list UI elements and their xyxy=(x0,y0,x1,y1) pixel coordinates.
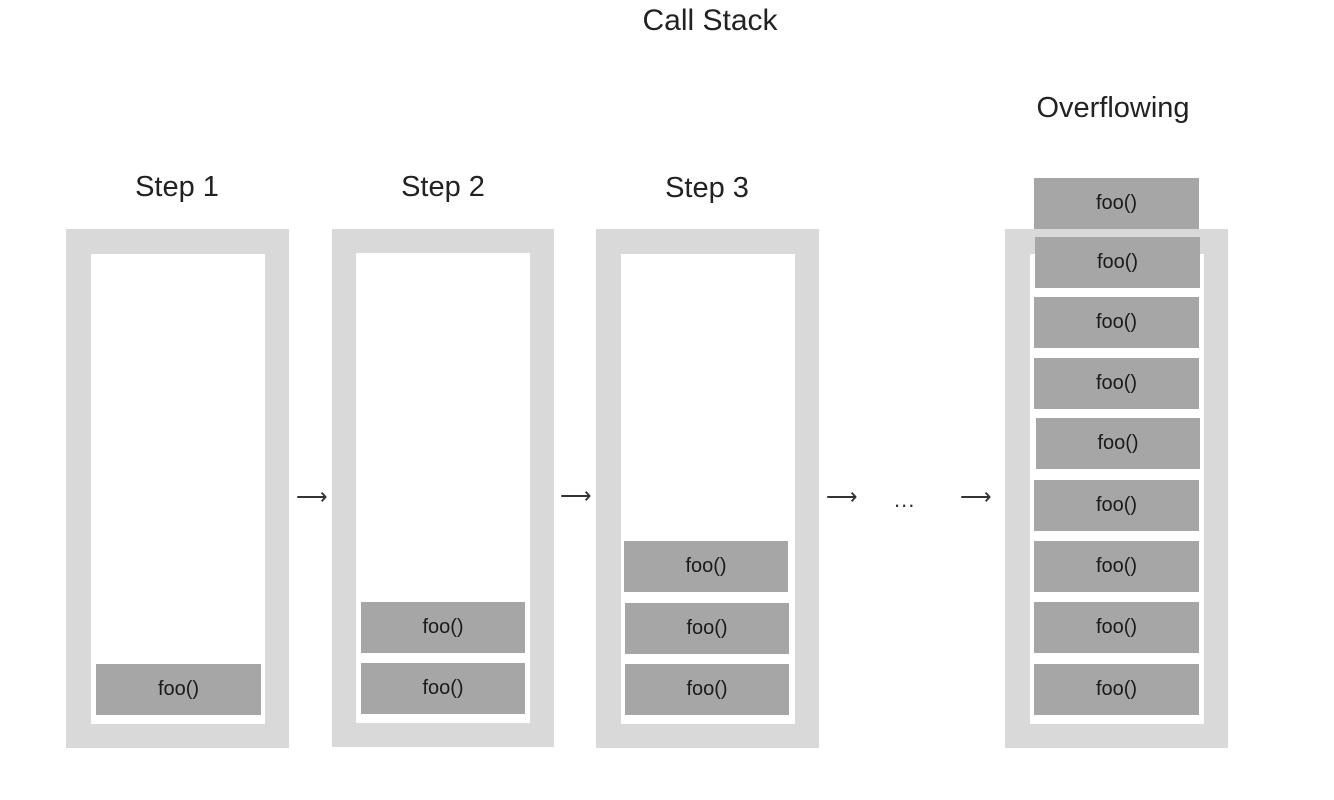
stack-container-step-1 xyxy=(66,229,289,748)
stack-frame: foo() xyxy=(1034,480,1199,531)
step-2-label: Step 2 xyxy=(401,171,485,203)
stack-frame: foo() xyxy=(1034,541,1199,592)
stack-frame: foo() xyxy=(1036,418,1200,469)
stack-frame: foo() xyxy=(96,664,261,715)
stack-frame: foo() xyxy=(361,663,525,714)
stack-frame: foo() xyxy=(1034,297,1199,348)
step-3-label: Step 3 xyxy=(665,172,749,204)
arrow-right-icon: ⟶ xyxy=(960,484,992,509)
step-1-label: Step 1 xyxy=(135,171,219,203)
arrow-right-icon: ⟶ xyxy=(560,483,592,508)
arrow-right-icon: ⟶ xyxy=(296,484,328,509)
stack-frame: foo() xyxy=(1034,358,1199,409)
arrow-right-icon: ⟶ xyxy=(826,484,858,509)
stack-frame: foo() xyxy=(1034,602,1199,653)
overflowing-label: Overflowing xyxy=(1036,92,1190,124)
stack-frame: foo() xyxy=(624,541,788,592)
stack-container-step-3 xyxy=(596,229,819,748)
diagram-title: Call Stack xyxy=(642,4,778,37)
stack-frame: foo() xyxy=(1034,664,1199,715)
stack-frame: foo() xyxy=(1035,237,1200,288)
stack-frame: foo() xyxy=(625,603,789,654)
stack-interior xyxy=(91,254,265,724)
ellipsis: ... xyxy=(894,487,916,512)
stack-frame: foo() xyxy=(361,602,525,653)
stack-frame-overflow: foo() xyxy=(1034,178,1199,229)
stack-frame: foo() xyxy=(625,664,789,715)
